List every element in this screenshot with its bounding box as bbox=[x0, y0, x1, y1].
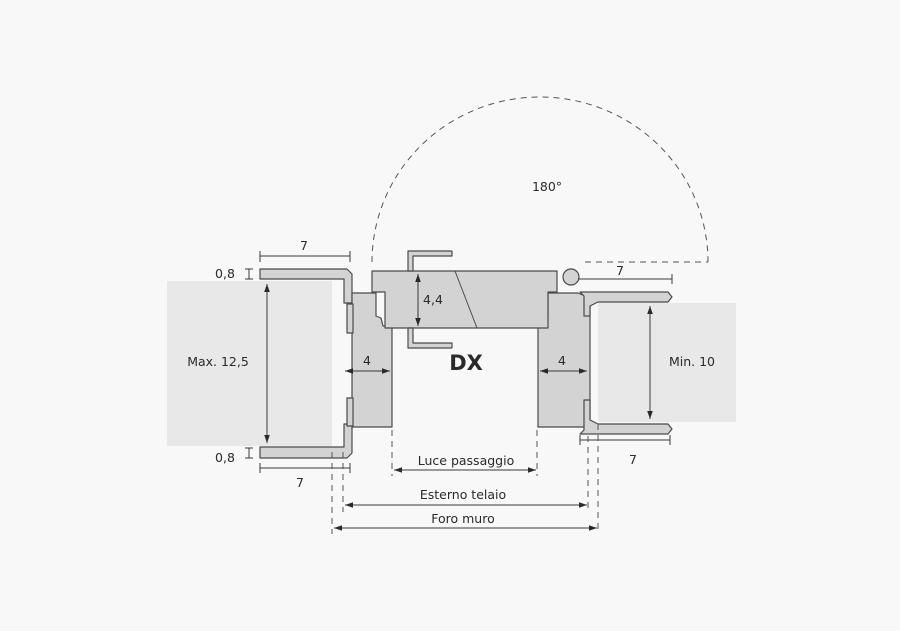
hinge bbox=[562, 268, 580, 286]
leaf-thickness: 4,4 bbox=[423, 292, 443, 307]
leaf-break-line bbox=[454, 270, 478, 329]
left-wall-thickness: Max. 12,5 bbox=[187, 354, 249, 369]
handle-bottom bbox=[407, 327, 453, 349]
clear-passage-label: Luce passaggio bbox=[418, 453, 514, 468]
door-swing-arc bbox=[371, 96, 709, 263]
left-top-cover-trim bbox=[259, 268, 353, 304]
opening-angle-label: 180° bbox=[532, 179, 562, 194]
left-frame-slot-bottom bbox=[346, 397, 354, 427]
left-frame-slot-top bbox=[346, 303, 354, 334]
right-frame-depth: 4 bbox=[558, 353, 566, 368]
dimension-lines bbox=[245, 251, 673, 534]
right-bottom-cover-width: 7 bbox=[629, 452, 637, 467]
left-bottom-cover-width: 7 bbox=[296, 475, 304, 490]
right-top-cover-width: 7 bbox=[616, 263, 624, 278]
wall-opening-label: Foro muro bbox=[431, 511, 495, 526]
door-leaf bbox=[371, 270, 558, 329]
frame-outer-label: Esterno telaio bbox=[420, 487, 506, 502]
handle-top bbox=[407, 250, 453, 272]
right-top-cover-trim bbox=[579, 291, 673, 317]
left-frame-depth: 4 bbox=[363, 353, 371, 368]
right-bottom-cover-trim bbox=[579, 399, 673, 435]
left-wall bbox=[167, 281, 332, 446]
left-bottom-cover-thickness: 0,8 bbox=[215, 450, 235, 465]
side-label: DX bbox=[449, 351, 483, 375]
left-top-cover-width: 7 bbox=[300, 238, 308, 253]
right-wall bbox=[598, 303, 736, 422]
left-door-frame bbox=[351, 292, 393, 428]
right-wall-thickness: Min. 10 bbox=[669, 354, 715, 369]
left-top-cover-thickness: 0,8 bbox=[215, 266, 235, 281]
